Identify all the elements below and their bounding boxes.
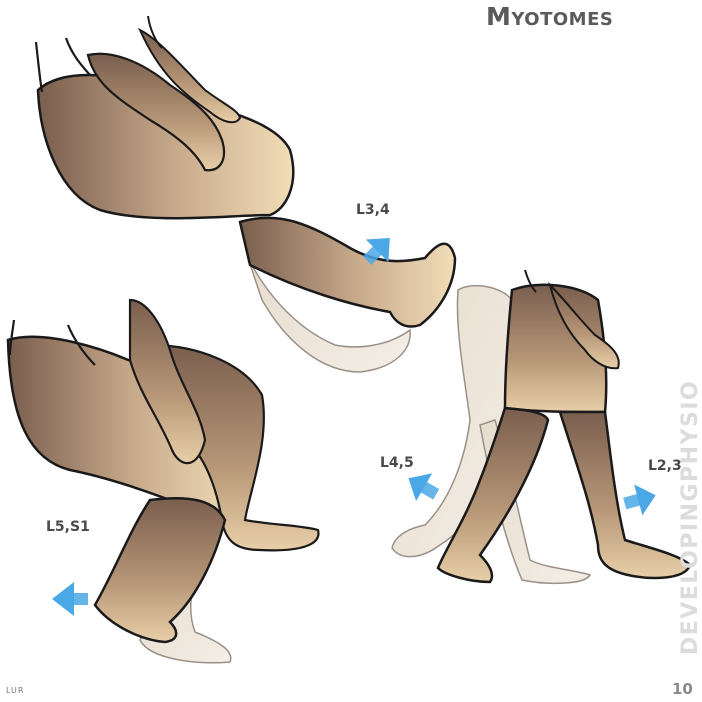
lower-leg [93, 496, 227, 644]
myotome-label-hip-extension: L2,3 [648, 458, 682, 474]
lower-leg [238, 216, 457, 328]
ghost-lower-leg [247, 257, 411, 373]
arrow-icon [362, 238, 390, 265]
arrow-icon [623, 484, 656, 516]
forearm [137, 27, 242, 124]
page-title: Myotomes [486, 2, 614, 31]
seated-knee-extension-figure [34, 15, 457, 373]
myotome-label-hip-flexion: L4,5 [380, 455, 414, 471]
walking-figure [391, 269, 692, 585]
front-leg [436, 406, 550, 584]
far-leg [148, 343, 320, 552]
arrow-icon [52, 582, 88, 616]
page-number: 10 [672, 680, 693, 698]
arrow-icon [408, 473, 440, 502]
seated-knee-flexion-figure [6, 298, 320, 664]
myotome-label-knee-flexion: L5,S1 [46, 519, 90, 535]
arm [548, 281, 620, 370]
brand-watermark: DEVELOPINGPHYSIO [678, 379, 702, 655]
rear-leg [558, 410, 692, 580]
arm [86, 52, 226, 172]
myotome-label-knee-extension: L3,4 [356, 202, 390, 218]
illustrator-credit: LUR [6, 686, 25, 695]
arm [128, 298, 207, 465]
